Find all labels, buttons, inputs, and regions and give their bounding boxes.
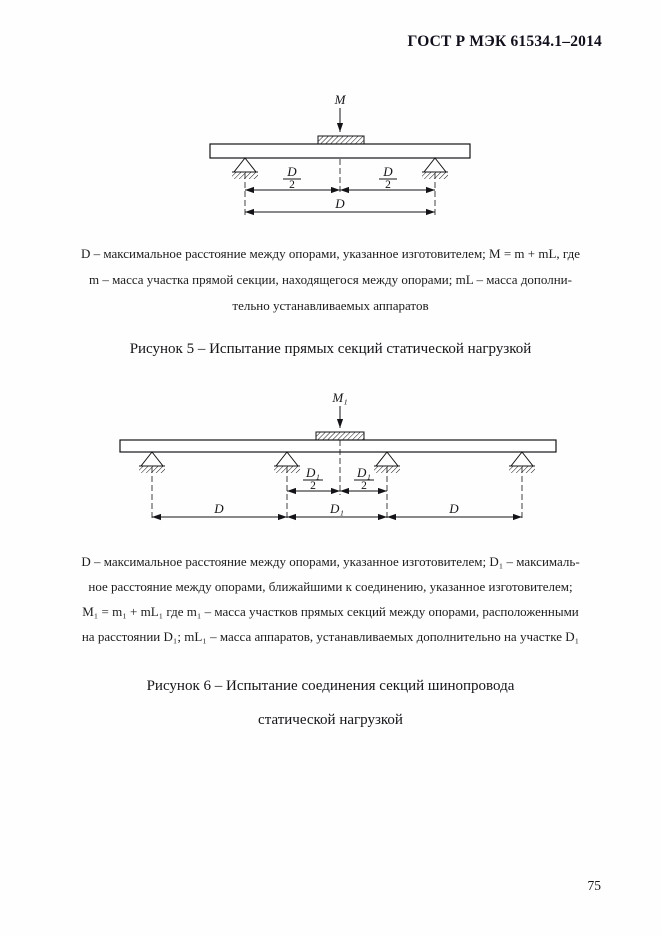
caption-line: тельно устанавливаемых аппаратов [232, 298, 429, 313]
figure5-title: Рисунок 5 – Испытание прямых секций стат… [129, 341, 532, 357]
dim-numerator: D₁ [305, 465, 320, 480]
figure6-title: Рисунок 6 – Испытание соединения секций … [0, 669, 661, 737]
dim-denominator: 2 [310, 480, 316, 492]
figure6-title-line2: статической нагрузкой [258, 712, 403, 728]
figure6-caption: D – максимальное расстояние между опорам… [55, 549, 606, 649]
caption-line: D – максимальное расстояние между опорам… [81, 554, 580, 569]
figure5-caption: D – максимальное расстояние между опорам… [55, 241, 606, 319]
caption-line: ное расстояние между опорами, ближайшими… [88, 579, 573, 594]
caption-line: M₁ = m₁ + mL₁ где m₁ – масса участков пр… [82, 604, 579, 619]
dim-denominator: 2 [361, 480, 367, 492]
caption-line: на расстоянии D₁; mL₁ – масса аппаратов,… [81, 629, 580, 644]
dimension-half-right: D 2 [379, 164, 397, 191]
figure6-title-line1: Рисунок 6 – Испытание соединения секций … [146, 678, 515, 694]
dim-numerator: D [286, 164, 297, 179]
dim-span-label-left: D [213, 501, 224, 516]
page-number: 75 [587, 878, 602, 893]
figure5-diagram: M D 2 D 2 D [209, 92, 471, 216]
document-header: ГОСТ Р МЭК 61534.1–2014 [407, 33, 602, 50]
dimension-lines [152, 487, 522, 521]
dim-span-label-right: D [448, 501, 459, 516]
dimension-half-left: D 2 [283, 164, 301, 191]
dim-span-label-inner: D₁ [329, 501, 344, 516]
figure6-diagram: M₁ D₁ 2 D₁ 2 [119, 390, 557, 521]
caption-line: m – масса участка прямой секции, находящ… [89, 272, 572, 287]
dim-denominator: 2 [385, 179, 391, 191]
dim-denominator: 2 [289, 179, 295, 191]
dim-numerator: D₁ [356, 465, 371, 480]
caption-line: D – максимальное расстояние между опорам… [80, 246, 580, 261]
beam [119, 439, 557, 453]
load-label: M [334, 92, 347, 107]
load-label: M₁ [331, 390, 347, 405]
beam [209, 143, 471, 159]
dimension-half-right: D₁ 2 [354, 465, 374, 492]
dimension-lines [245, 186, 435, 216]
dimension-half-left: D₁ 2 [303, 465, 323, 492]
dim-numerator: D [382, 164, 393, 179]
load-block [317, 135, 365, 145]
load-block [315, 431, 365, 441]
dim-span-label: D [334, 196, 345, 211]
